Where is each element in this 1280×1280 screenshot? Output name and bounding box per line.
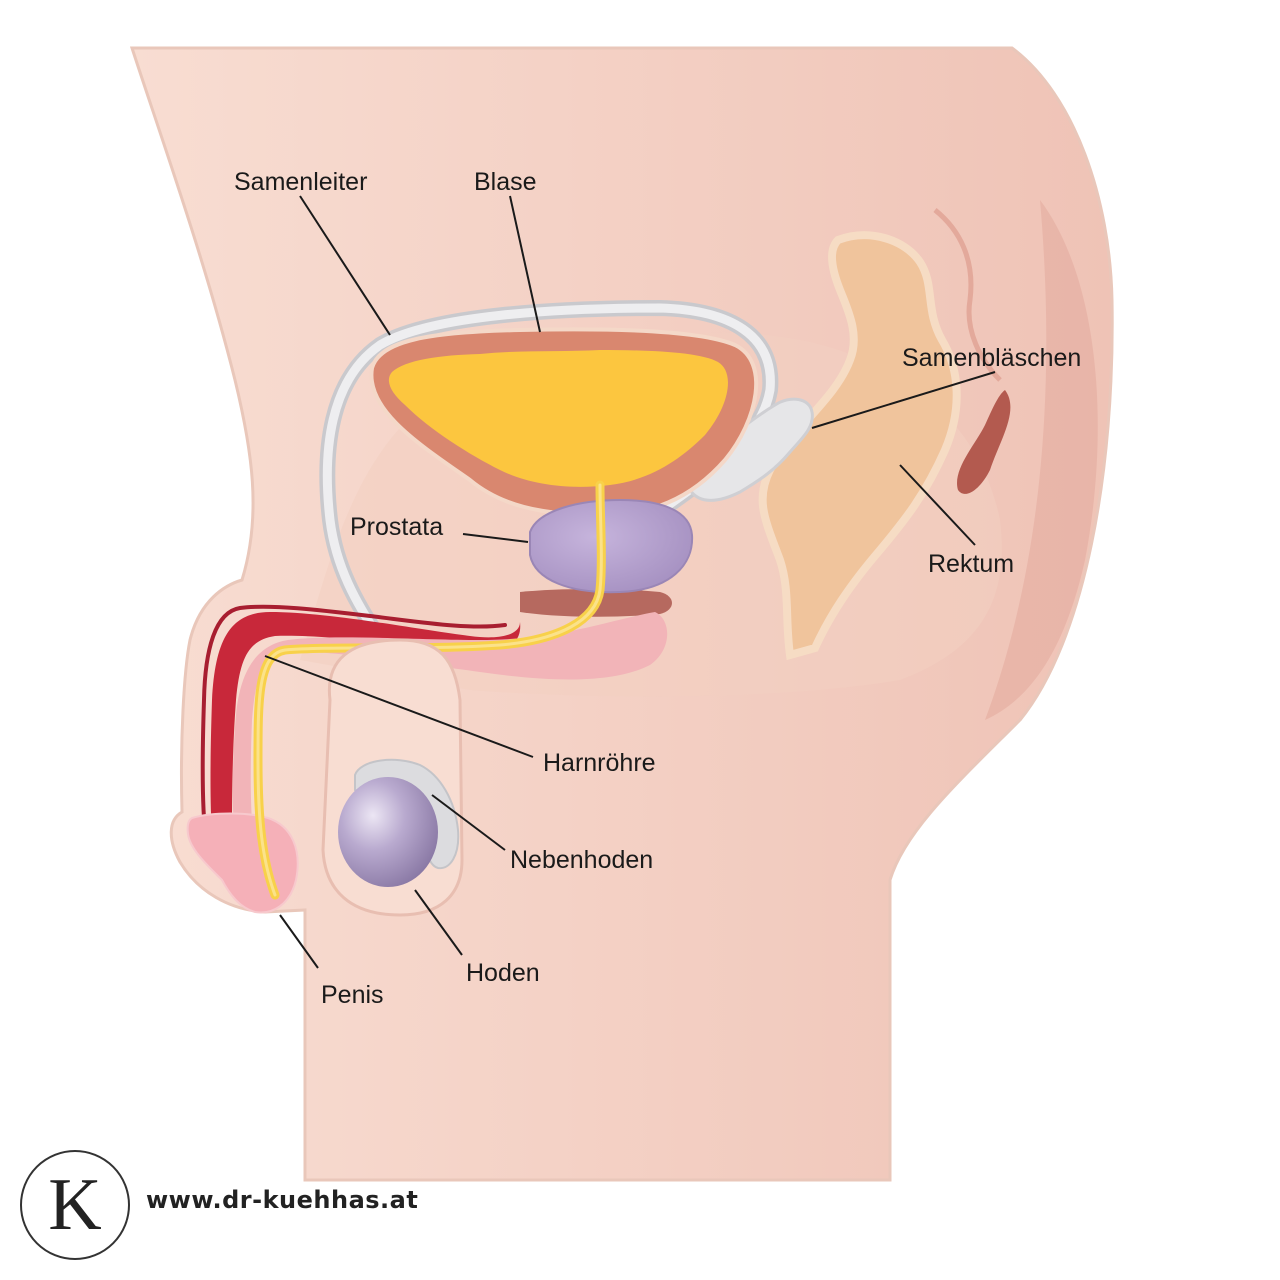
rectum (758, 231, 961, 661)
leader-samenleiter (299, 195, 391, 336)
bladder-inner (388, 350, 728, 487)
corpus-spongiosum (232, 612, 668, 848)
glans (186, 812, 299, 914)
testis (338, 777, 438, 887)
leader-penis (279, 914, 319, 969)
leader-nebenhoden (431, 794, 506, 851)
gluteal-fold (933, 208, 1002, 382)
label-harnroehre: Harnröhre (543, 749, 656, 777)
leader-samenblaeschen (811, 371, 996, 429)
label-penis: Penis (321, 981, 384, 1009)
anal-folds (957, 390, 1011, 494)
leader-prostata (462, 533, 529, 543)
label-nebenhoden: Nebenhoden (510, 846, 653, 874)
leader-harnroehre (264, 655, 534, 758)
logo: K (20, 1150, 130, 1260)
corpus-cavernosum (210, 612, 521, 835)
prostate (529, 498, 694, 594)
leader-rektum (899, 464, 976, 546)
label-blase: Blase (474, 168, 537, 196)
label-prostata: Prostata (350, 513, 443, 541)
leader-blase (509, 195, 541, 333)
buttock-shading (985, 200, 1098, 720)
leader-hoden (414, 889, 463, 956)
label-rektum: Rektum (928, 550, 1014, 578)
label-samenleiter: Samenleiter (234, 168, 367, 196)
label-hoden: Hoden (466, 959, 540, 987)
logo-letter: K (48, 1164, 102, 1246)
footer: K www.dr-kuehhas.at (20, 1150, 440, 1260)
label-samenblaeschen: Samenbläschen (902, 344, 1081, 372)
seminal-vesicle (688, 397, 814, 502)
website-link[interactable]: www.dr-kuehhas.at (146, 1186, 419, 1214)
